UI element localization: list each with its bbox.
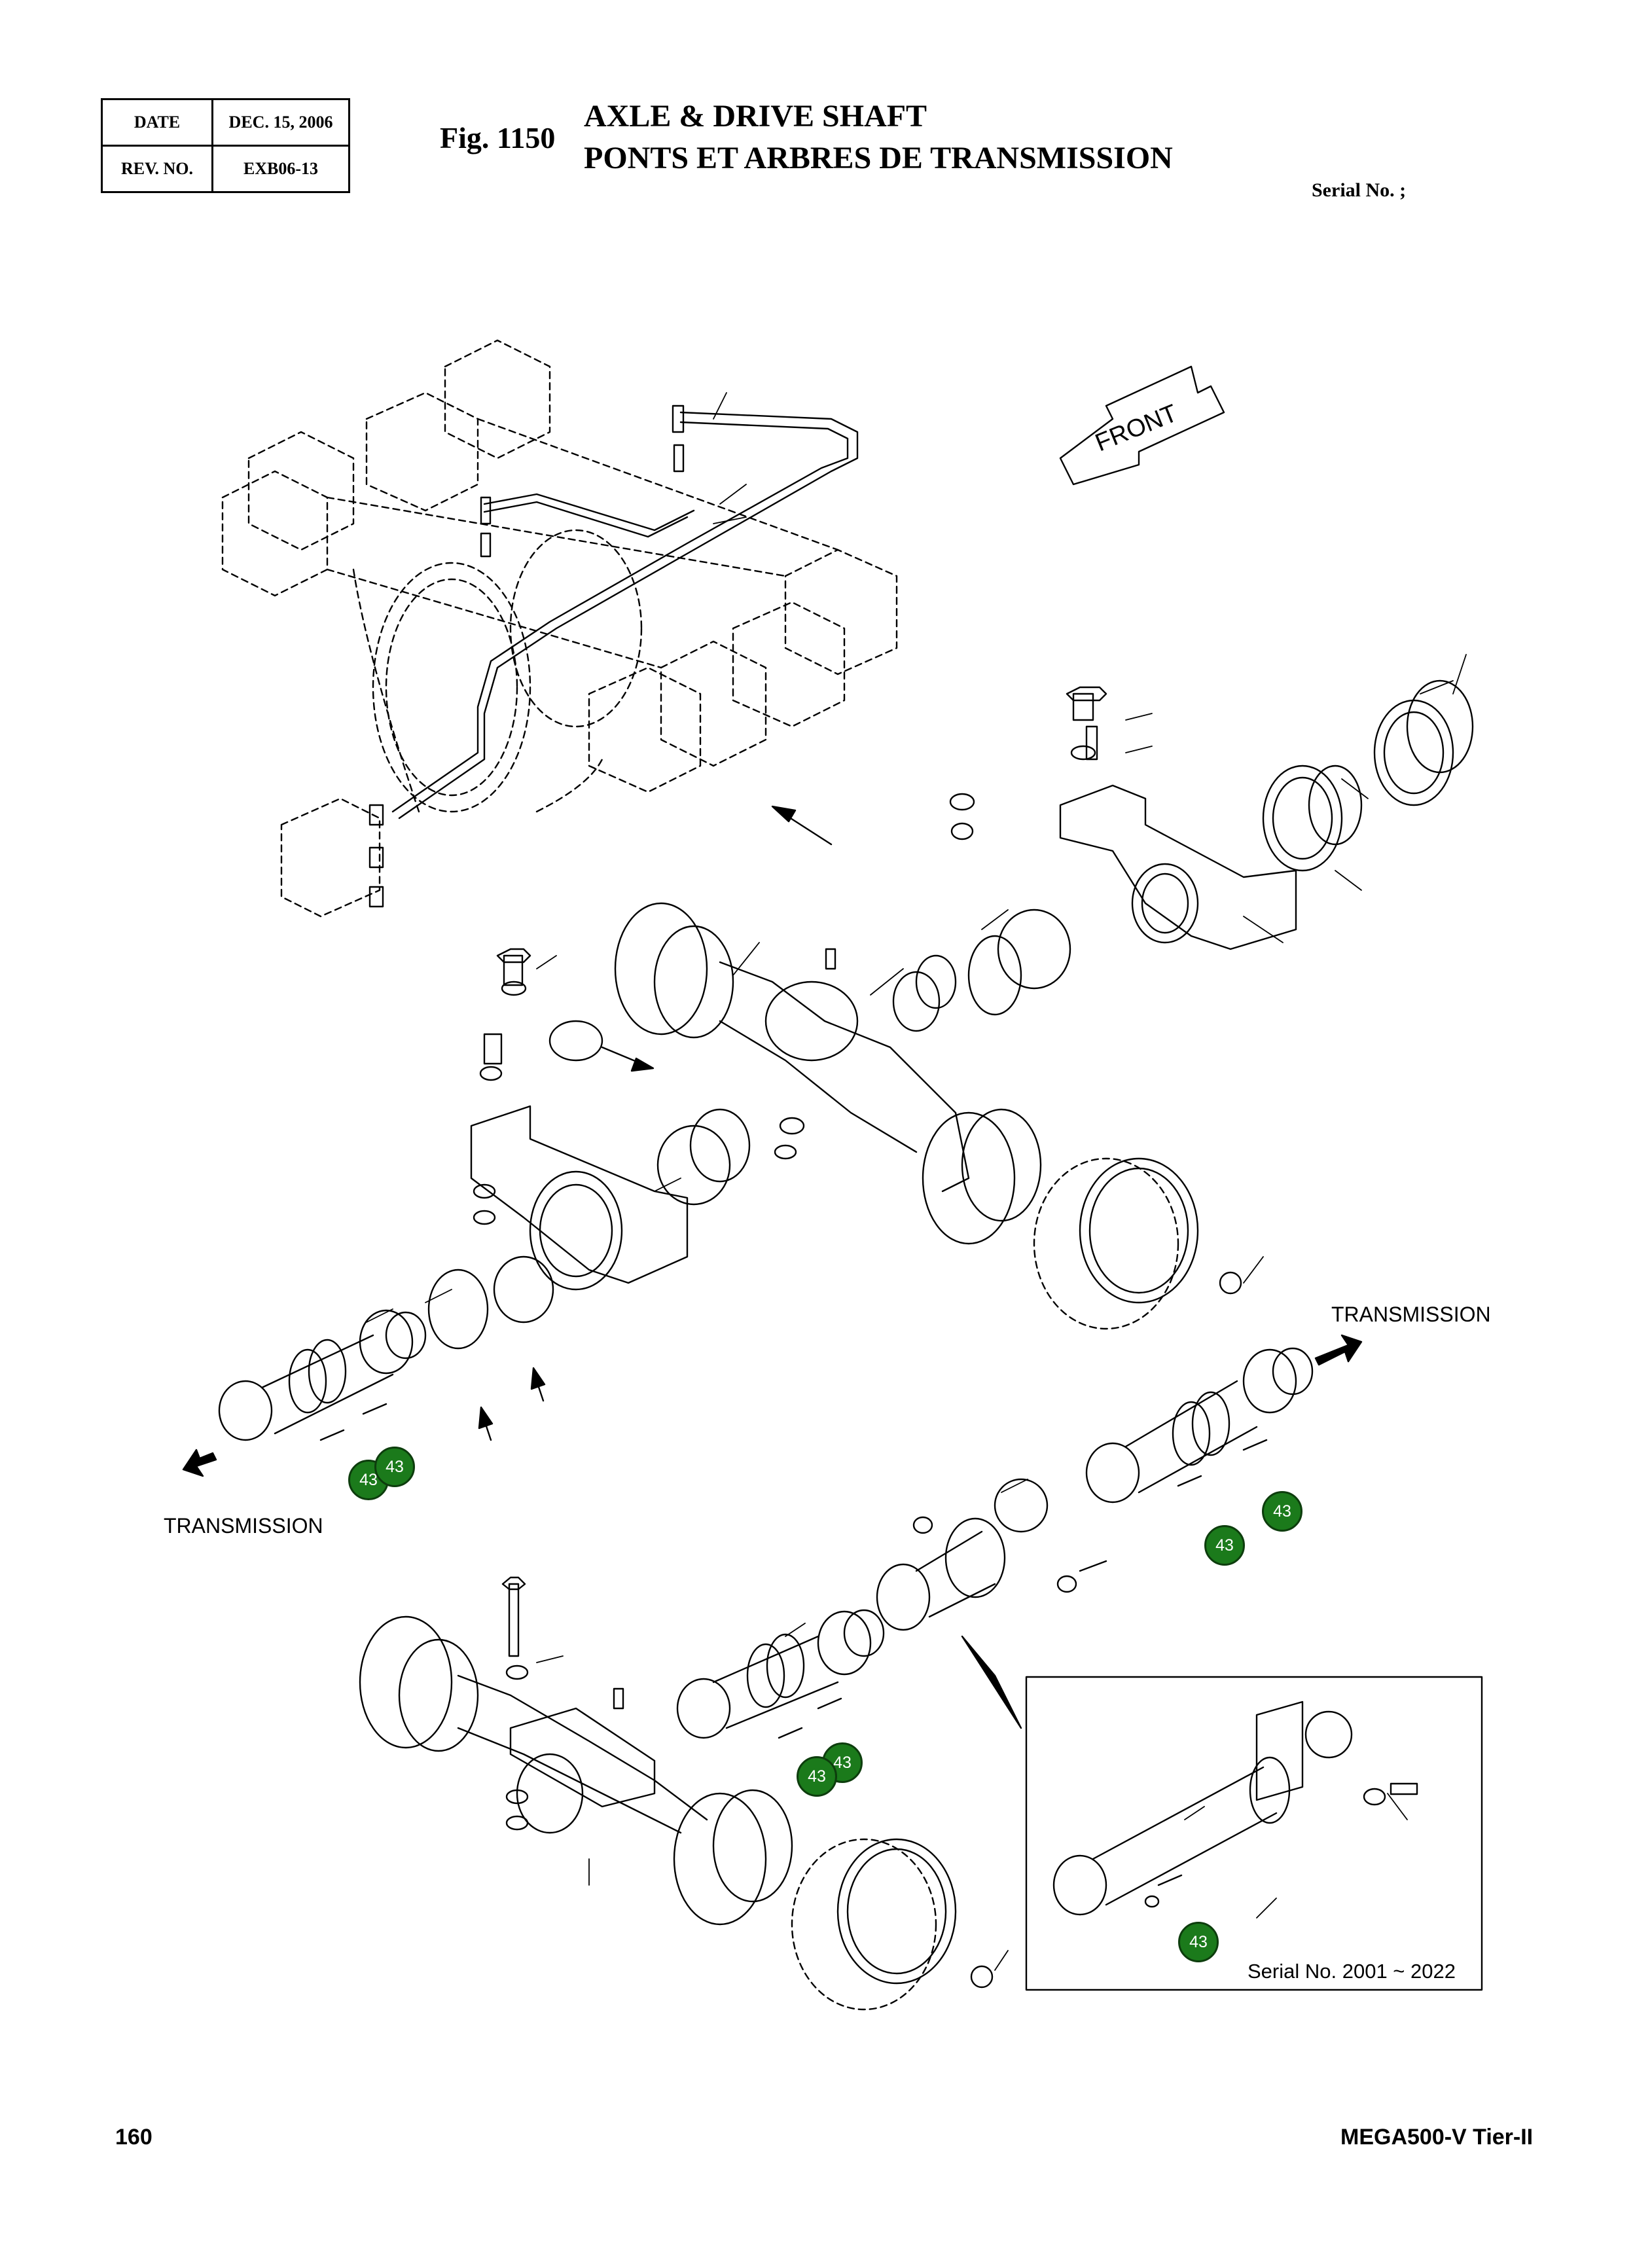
hydraulic-lines bbox=[368, 405, 859, 908]
part-callout[interactable]: 43 bbox=[797, 1756, 837, 1797]
rear-axle-lower bbox=[359, 1576, 994, 2011]
rev-label: REV. NO. bbox=[101, 145, 213, 193]
revision-table: DATE DEC. 15, 2006 REV. NO. EXB06-13 bbox=[101, 98, 350, 193]
part-callout[interactable]: 43 bbox=[1178, 1922, 1219, 1962]
date-value: DEC. 15, 2006 bbox=[211, 98, 350, 147]
drive-shaft-middle bbox=[676, 1609, 885, 1739]
mid-bracket bbox=[427, 948, 805, 1350]
direction-arrows bbox=[182, 805, 1363, 1477]
drive-shaft-right bbox=[1085, 1347, 1314, 1504]
inset-box bbox=[961, 1635, 1483, 1991]
part-callout[interactable]: 43 bbox=[374, 1447, 415, 1487]
page-number: 160 bbox=[115, 2125, 153, 2150]
model-name: MEGA500-V Tier-II bbox=[1340, 2125, 1534, 2150]
front-arrow: FRONT bbox=[1059, 365, 1225, 486]
figure-number: Fig. 1150 bbox=[440, 121, 556, 154]
rev-value: EXB06-13 bbox=[211, 145, 350, 193]
front-label: FRONT bbox=[1092, 399, 1181, 457]
right-bracket bbox=[949, 679, 1474, 950]
front-axle-upper bbox=[614, 902, 1242, 1330]
inset-serial-range: Serial No. 2001 ~ 2022 bbox=[1248, 1960, 1456, 1983]
transmission-label-left: TRANSMISSION bbox=[164, 1514, 323, 1538]
center-bearing bbox=[876, 1478, 1107, 1631]
part-callout[interactable]: 43 bbox=[1204, 1525, 1245, 1566]
leader-lines bbox=[366, 392, 1467, 1971]
title-english: AXLE & DRIVE SHAFT bbox=[584, 99, 927, 134]
transmission-label-right: TRANSMISSION bbox=[1331, 1303, 1491, 1326]
serial-label: Serial No. ; bbox=[1312, 179, 1407, 201]
title-french: PONTS ET ARBRES DE TRANSMISSION bbox=[584, 141, 1173, 175]
frame-assembly bbox=[221, 339, 898, 918]
part-callout[interactable]: 43 bbox=[1262, 1491, 1302, 1532]
drive-shaft-left bbox=[218, 1309, 427, 1441]
date-label: DATE bbox=[101, 98, 213, 147]
